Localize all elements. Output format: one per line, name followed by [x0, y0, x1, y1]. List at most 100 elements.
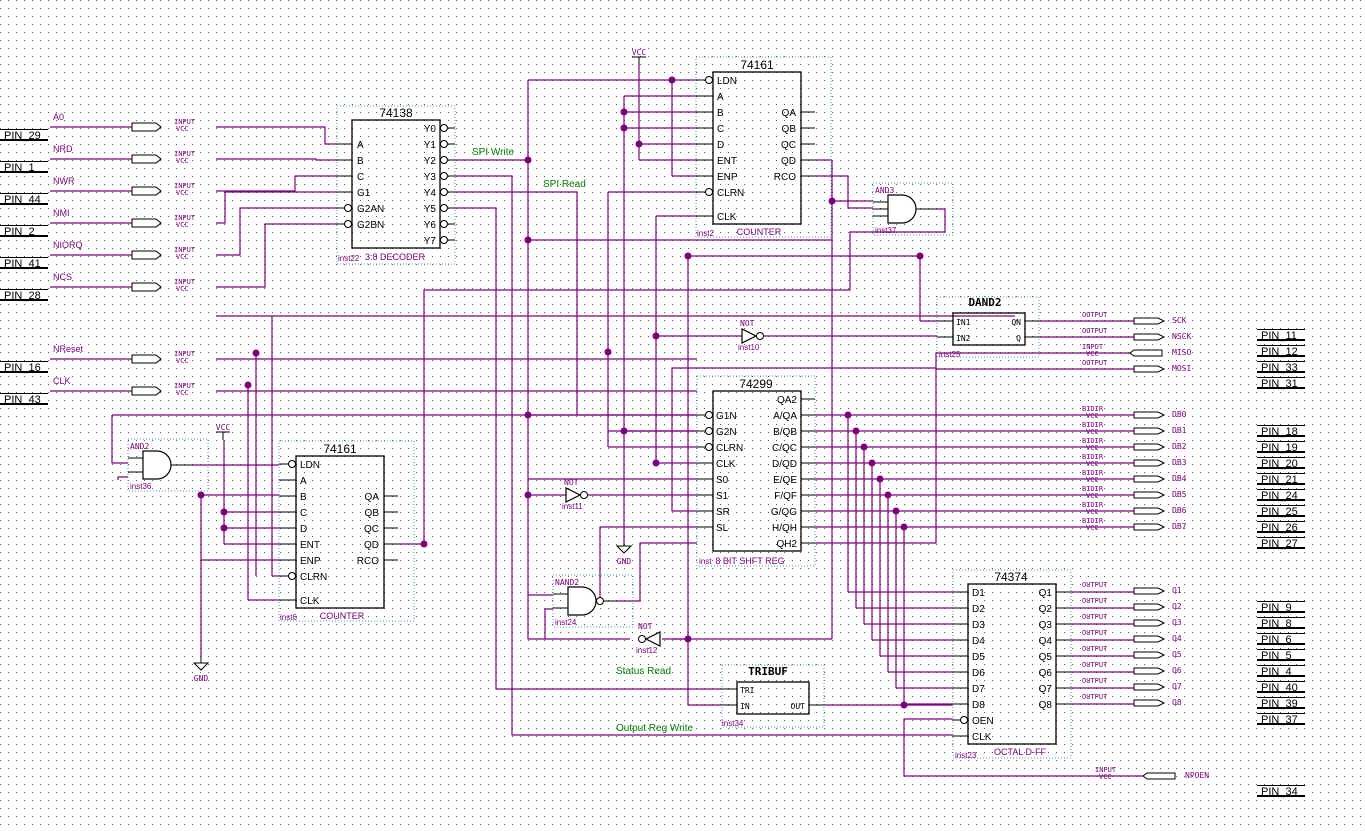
inversion-bubble	[705, 427, 713, 435]
chip-pin-name: IN1	[956, 318, 971, 327]
inversion-bubble	[440, 140, 448, 148]
inversion-bubble	[440, 220, 448, 228]
io-pin-symbol	[1133, 587, 1166, 595]
pin-box: PIN_40	[1257, 681, 1305, 694]
chip-pin-name: CLRN	[716, 443, 743, 454]
wire	[455, 159, 630, 640]
chip-pin-name: ENT	[717, 156, 737, 167]
io-pin-symbol	[1129, 349, 1163, 357]
junction-dot	[524, 411, 532, 419]
junction-dot	[220, 508, 228, 516]
net-label-spi-write: SPI Write	[472, 147, 514, 158]
wire	[671, 352, 1134, 512]
decoder-74138-body	[351, 119, 441, 249]
junction-dot	[524, 491, 532, 499]
wire	[455, 175, 953, 736]
pin-box: PIN_2	[0, 225, 48, 238]
pin-box: PIN_43	[0, 393, 48, 406]
wire	[216, 191, 337, 224]
input-signal-name: NCS	[53, 272, 72, 282]
chip-description: COUNTER	[320, 611, 365, 621]
chip-pin-name: TRI	[740, 686, 755, 695]
pin-box: PIN_11	[1257, 329, 1305, 342]
junction-dot	[900, 701, 908, 709]
not-gate-inst12	[644, 631, 661, 647]
io-type-label: BIDIR	[1082, 421, 1104, 429]
chip-pin-name: E/QE	[773, 475, 797, 486]
pin-box: PIN_29	[0, 129, 48, 142]
chip-name: 74374	[994, 570, 1028, 584]
inversion-bubble	[440, 188, 448, 196]
input-signal-name: NRD	[53, 144, 73, 154]
pin-box: PIN_31	[1257, 377, 1305, 390]
pin-box: PIN_6	[1257, 633, 1305, 646]
io-type-label: OUTPUT	[1082, 693, 1108, 701]
chip-pin-name: QA	[365, 492, 380, 503]
io-signal-name: MOSI	[1172, 364, 1191, 373]
inversion-bubble	[440, 236, 448, 244]
io-type-label: INPUT	[174, 214, 196, 222]
inversion-bubble	[705, 188, 713, 196]
chip-pin-name: ENP	[717, 172, 738, 183]
junction-dot	[524, 236, 532, 244]
chip-pin-name: S0	[716, 475, 729, 486]
io-pin-symbol	[1133, 667, 1166, 675]
inversion-bubble	[705, 443, 713, 451]
io-vcc-label: VCC	[1099, 773, 1112, 781]
chip-pin-name: IN2	[956, 334, 971, 343]
io-signal-name: Q4	[1172, 634, 1182, 643]
wire	[216, 207, 337, 256]
input-signal-name: NReset	[53, 344, 84, 354]
io-signal-name: Q3	[1172, 618, 1182, 627]
junction-dot	[844, 411, 852, 419]
chip-pin-name: A	[357, 140, 364, 151]
chip-instance: inst12	[636, 646, 658, 655]
io-type-label: BIDIR	[1082, 501, 1104, 509]
inversion-bubble	[440, 124, 448, 132]
pin-box: PIN_25	[1257, 505, 1305, 518]
chip-pin-name: D2	[972, 604, 985, 615]
io-type-label: BIDIR	[1082, 437, 1104, 445]
pin-box: PIN_44	[0, 193, 48, 206]
gnd-label: GND	[194, 674, 209, 683]
chip-instance: inst2	[697, 229, 714, 238]
inversion-bubble	[344, 204, 352, 212]
junction-dot	[420, 540, 428, 548]
chip-description: OCTAL D-FF	[994, 747, 1046, 757]
symbol-frame	[278, 440, 415, 622]
pin-box: PIN_26	[1257, 521, 1305, 534]
io-type-label: OUTPUT	[1082, 677, 1108, 685]
gate-type-name: NAND2	[555, 578, 579, 587]
chip-pin-name: Y2	[424, 156, 437, 167]
junction-dot	[900, 523, 908, 531]
io-pin-symbol	[1133, 459, 1166, 467]
gate-type-name: AND2	[130, 442, 149, 451]
io-type-label: OUTPUT	[1082, 645, 1108, 653]
junction-dot	[668, 76, 676, 84]
io-vcc-label: VCC	[176, 357, 189, 365]
inversion-bubble	[756, 332, 764, 340]
junction-dot	[652, 459, 660, 467]
chip-instance: inst11	[562, 502, 583, 511]
input-pin-symbol	[131, 386, 162, 396]
chip-pin-name: Y3	[424, 172, 437, 183]
chip-name: 74161	[740, 58, 774, 72]
io-type-label: INPUT	[174, 182, 196, 190]
chip-pin-name: CLRN	[300, 572, 327, 583]
gate-type-name: NOT	[740, 319, 755, 328]
chip-instance: inst6	[280, 613, 297, 622]
gate-type-name: NOT	[564, 478, 579, 487]
wire	[423, 208, 946, 544]
io-type-label: OUTPUT	[1082, 581, 1108, 589]
chip-name: TRIBUF	[748, 665, 788, 678]
chip-pin-name: B/QB	[773, 427, 797, 438]
symbol-frame	[936, 296, 1040, 358]
symbol-frame	[721, 664, 825, 728]
io-vcc-label: VCC	[1086, 508, 1099, 516]
junction-dot	[876, 475, 884, 483]
io-signal-name: NSCK	[1172, 332, 1191, 341]
io-signal-name: MISO	[1172, 348, 1191, 357]
and3-gate	[887, 194, 917, 224]
chip-pin-name: OEN	[972, 716, 994, 727]
pin-box: PIN_28	[0, 289, 48, 302]
